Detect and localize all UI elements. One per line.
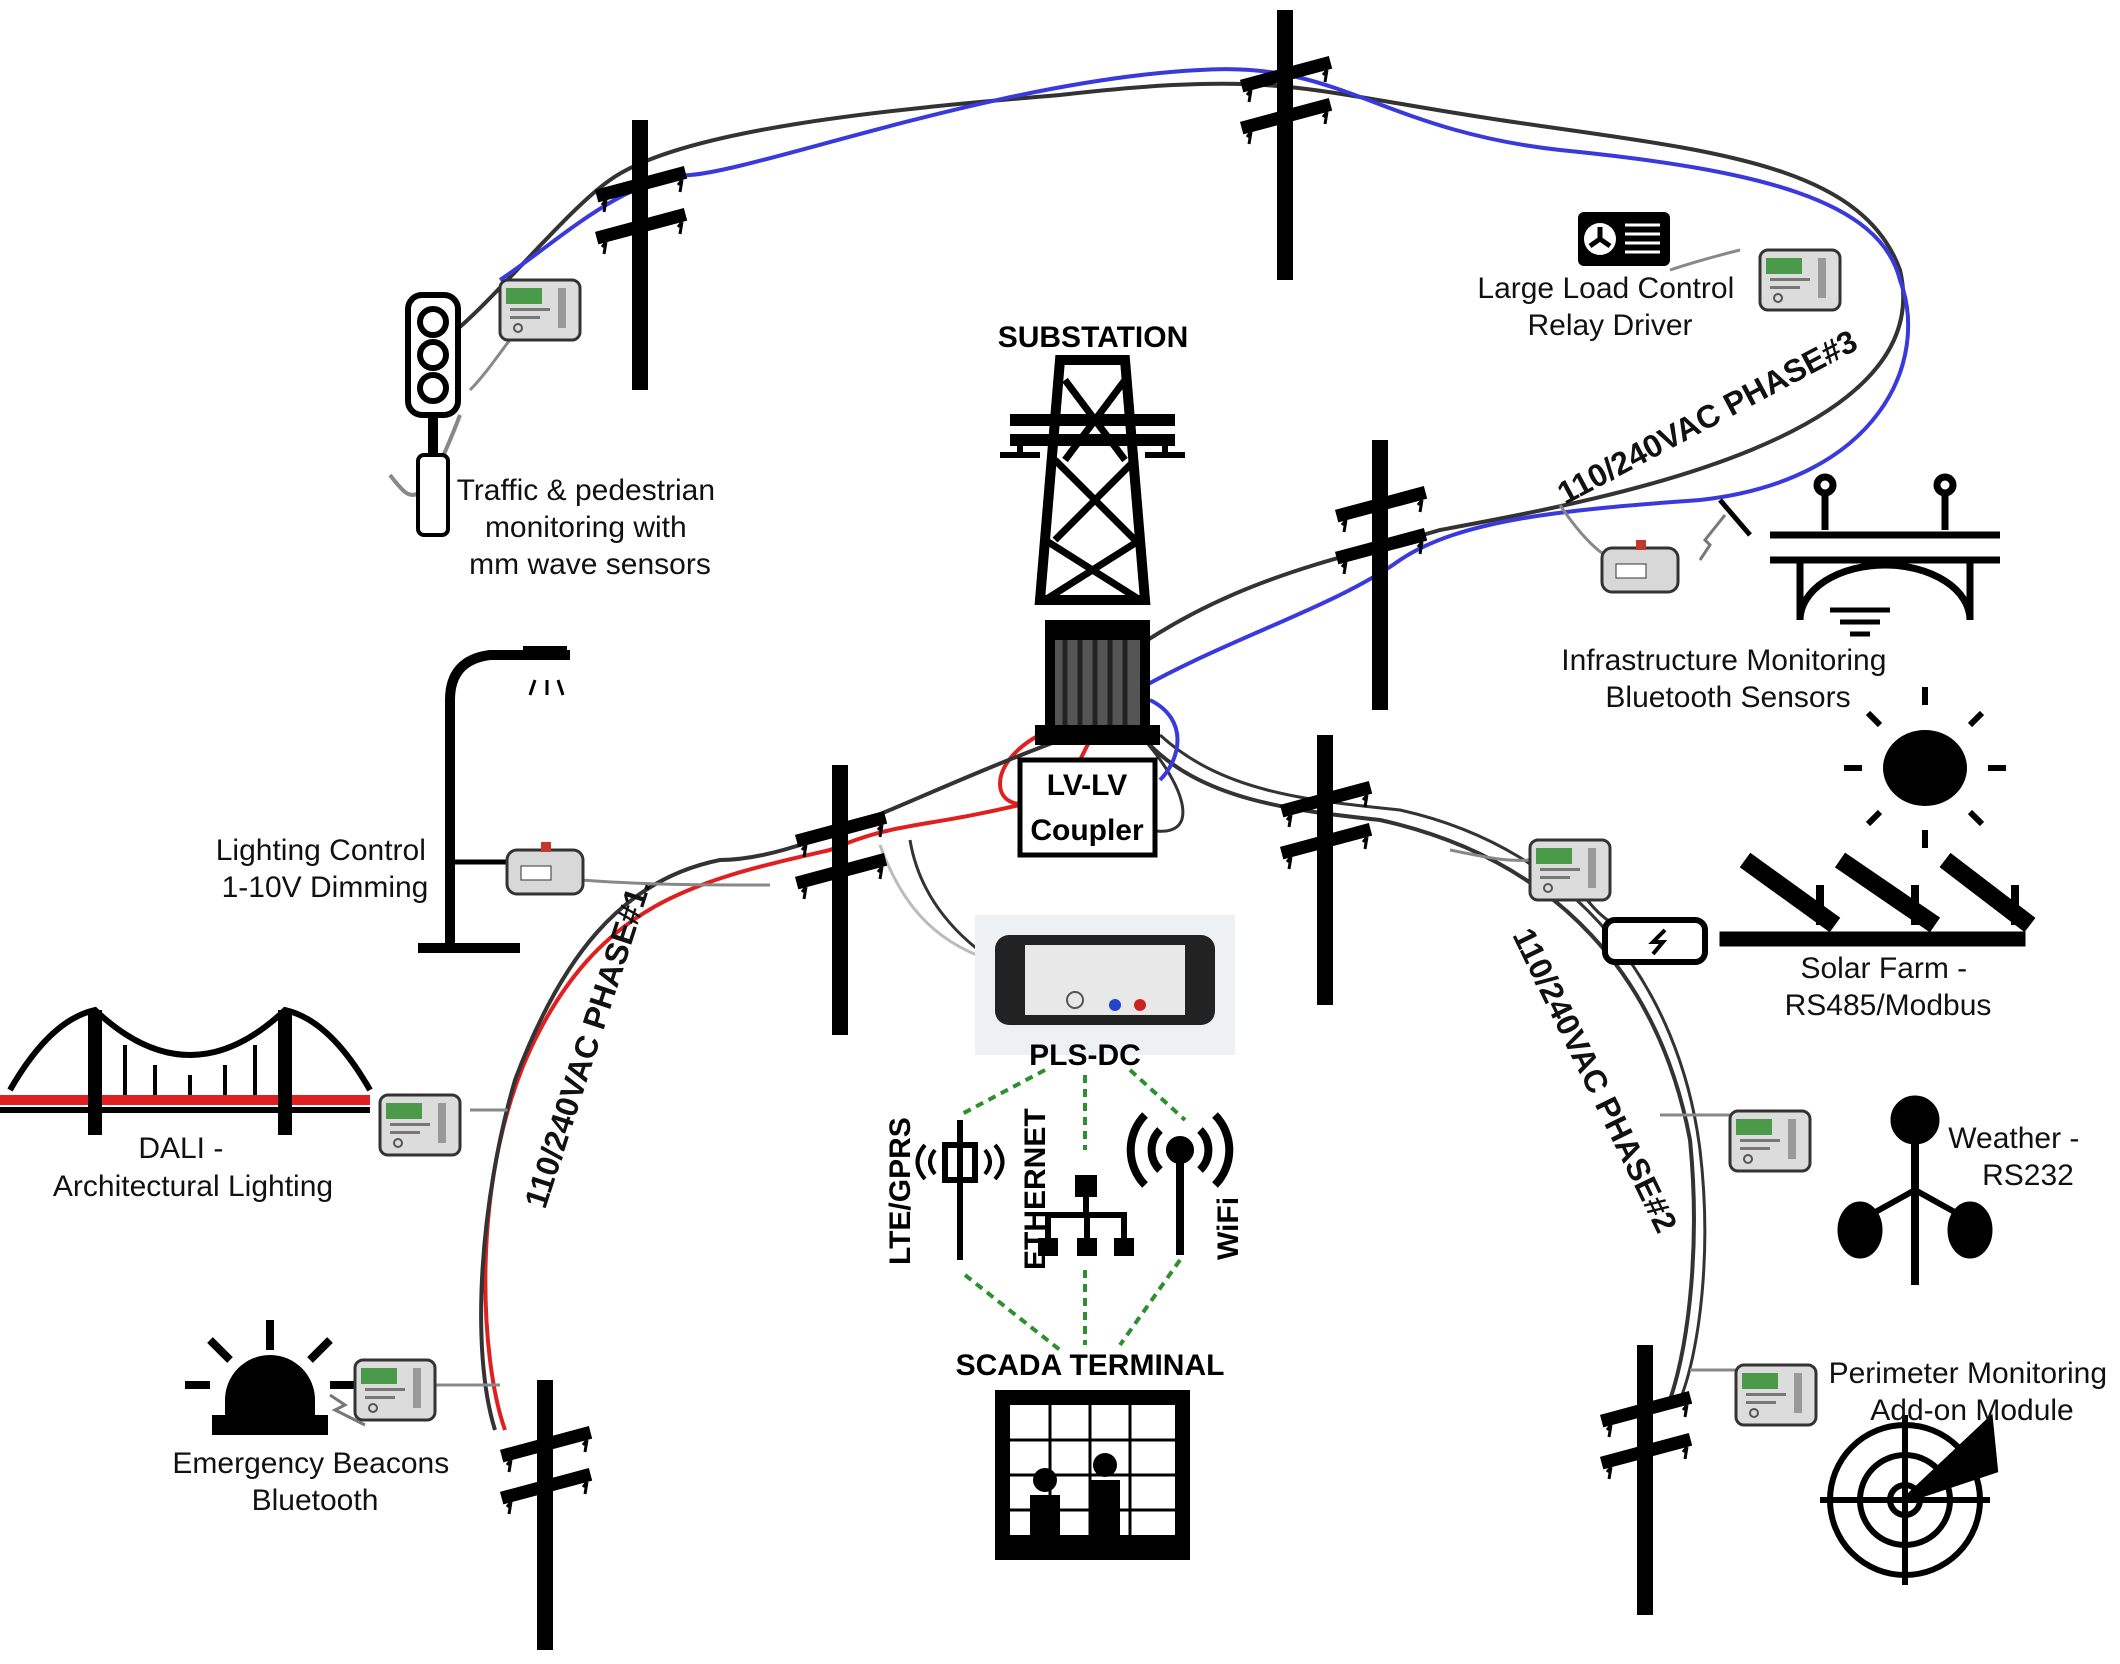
weather-label: Weather - RS232 [1948, 1122, 2088, 1192]
wifi-icon [1126, 1112, 1234, 1255]
infra-label: Infrastructure Monitoring Bluetooth Sens… [1561, 644, 1894, 714]
pole-right-lower [1278, 733, 1374, 1007]
traffic-light-icon [405, 292, 461, 537]
phase1-label: 110/240VAC PHASE#1. [517, 875, 657, 1212]
phase3-line-black [428, 81, 1905, 702]
solar-panels-icon [1719, 852, 2036, 947]
scada-label: SCADA TERMINAL [956, 1349, 1225, 1382]
transformer-icon [1035, 620, 1160, 745]
plsdc-label: PLS-DC [1029, 1039, 1141, 1072]
large-load-sensor-module [1758, 248, 1842, 312]
dali-sensor-module [378, 1093, 462, 1157]
comm-links [959, 1068, 1187, 1352]
largeload-label: Large Load Control Relay Driver [1477, 272, 1742, 342]
phase2-line-black [1143, 738, 1696, 1401]
pole-bottom-left [498, 1378, 594, 1652]
scada-terminal-icon [995, 1390, 1190, 1560]
emergency-beacon-icon [185, 1320, 355, 1435]
emergency-label: Emergency Beacons Bluetooth [172, 1447, 457, 1517]
dali-label: DALI - Architectural Lighting [53, 1132, 333, 1203]
solar-label: Solar Farm - RS485/Modbus [1785, 952, 1992, 1022]
weather-sensor-module [1728, 1109, 1812, 1173]
pole-right-mid [1333, 438, 1429, 712]
bridge-infra-icon [1718, 473, 2000, 637]
traffic-label: Traffic & pedestrian monitoring with mm … [457, 474, 724, 581]
ethernet-label: ETHERNET [1019, 1108, 1052, 1270]
substation-tower-icon [1000, 355, 1185, 605]
pole-top-center [1238, 8, 1334, 282]
radar-icon [1820, 1413, 1999, 1585]
perimeter-sensor-module [1734, 1363, 1818, 1427]
suspension-bridge-icon [0, 1006, 373, 1135]
coupler-label-2: Coupler [1030, 814, 1144, 847]
substation-label: SUBSTATION [998, 321, 1189, 354]
sun-icon [1844, 687, 2006, 848]
infra-sensor-module [1600, 538, 1680, 594]
lighting-label: Lighting Control 1-10V Dimming [216, 834, 434, 904]
traffic-sensor-module [498, 278, 582, 342]
streetlight-icon [418, 646, 570, 953]
emergency-sensor-module [353, 1358, 437, 1422]
plsdc-device [975, 915, 1235, 1055]
wifi-label: WiFi [1212, 1197, 1245, 1260]
pole-bottom-right [1598, 1343, 1694, 1617]
anemometer-icon [1837, 1095, 1993, 1285]
lv-lv-coupler: LV-LV Coupler [1017, 757, 1158, 858]
phase2-label: 110/240VAC PHASE#2 [1506, 922, 1685, 1238]
lighting-sensor-module [505, 840, 585, 896]
lte-label: LTE/GPRS [884, 1117, 917, 1265]
pole-top-left [593, 118, 689, 392]
solar-inverter-icon [1602, 917, 1708, 965]
pole-left-mid [793, 763, 889, 1037]
phase3-line-blue [498, 67, 1910, 702]
fan-unit-icon [1578, 212, 1670, 266]
coupler-label-1: LV-LV [1047, 769, 1128, 802]
ethernet-icon [1038, 1175, 1134, 1256]
perimeter-label: Perimeter Monitoring Add-on Module [1829, 1357, 2116, 1427]
solar-sensor-module [1528, 838, 1612, 902]
lte-antenna-icon [915, 1120, 1005, 1260]
